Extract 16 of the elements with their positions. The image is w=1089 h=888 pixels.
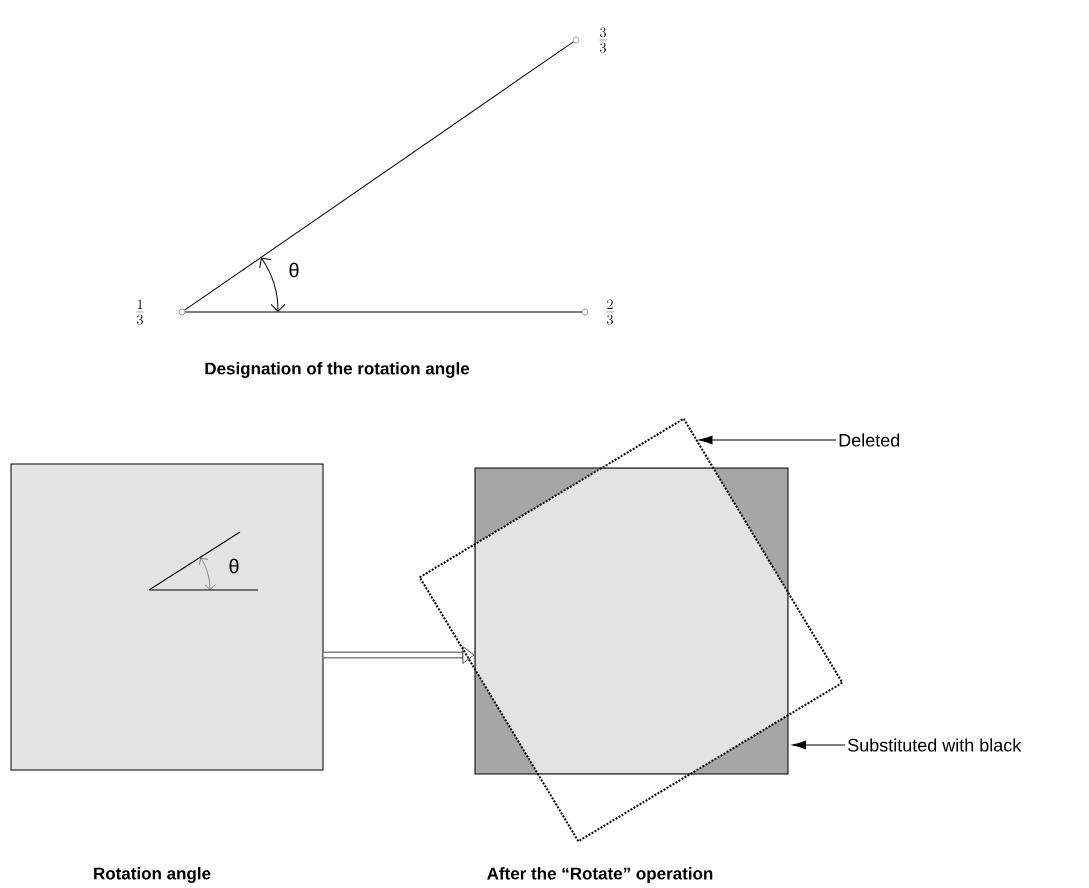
callout-text: Substituted with black <box>848 738 1022 752</box>
leader-line <box>792 740 846 750</box>
caption: After the “Rotate” operation <box>487 867 713 883</box>
caption: Designation of the rotation angle <box>205 362 470 378</box>
angle-label: θ <box>229 558 239 574</box>
leader-line <box>698 435 837 445</box>
fraction-label: $\frac{1}{3}$ <box>136 299 144 325</box>
fraction-label: $\frac{2}{3}$ <box>606 299 614 325</box>
caption: Rotation angle <box>94 867 211 883</box>
angle-label: θ <box>289 262 299 278</box>
square-drawing <box>10 463 324 771</box>
fraction-label: $\frac{3}{3}$ <box>599 27 607 53</box>
line <box>184 41 574 311</box>
hollow-arrow <box>323 646 475 664</box>
line <box>184 311 583 313</box>
callout-text: Deleted <box>839 433 900 447</box>
